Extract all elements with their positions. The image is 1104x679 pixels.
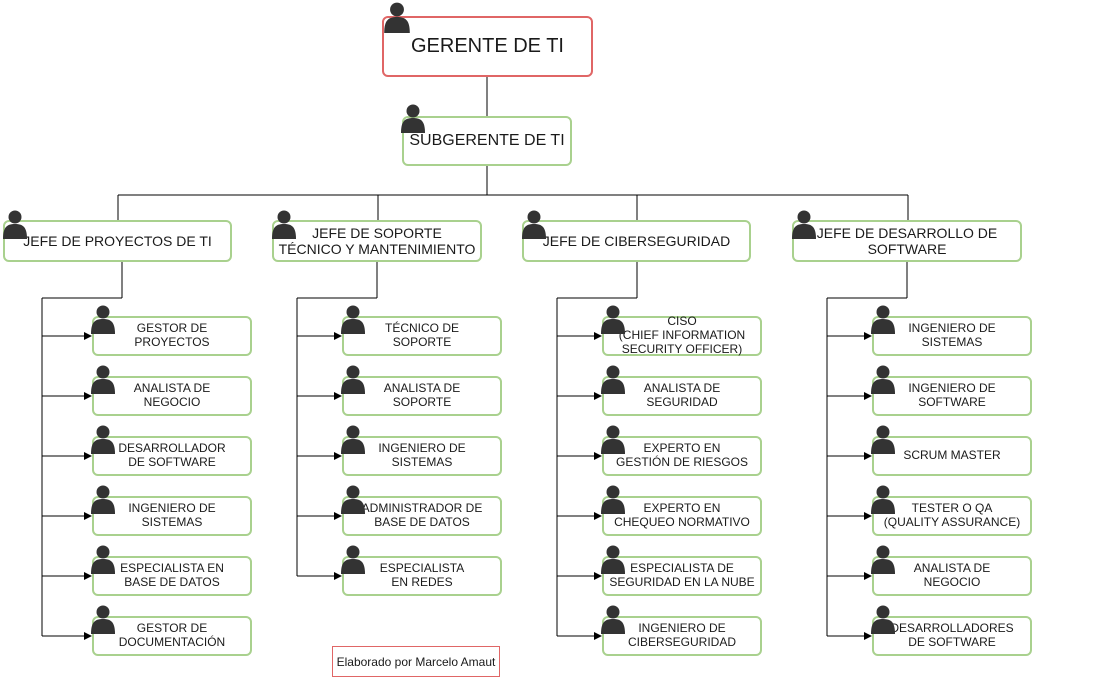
role-label: GESTOR DE DOCUMENTACIÓN [118, 621, 226, 649]
role-box: DESARROLLADORES DE SOFTWARE [872, 616, 1032, 656]
role-box: INGENIERO DE SOFTWARE [872, 376, 1032, 416]
person-icon [341, 365, 365, 394]
person-icon [871, 305, 895, 334]
role-label: SCRUM MASTER [903, 448, 1001, 463]
role-box: INGENIERO DE SISTEMAS [872, 316, 1032, 356]
person-icon [341, 425, 365, 454]
role-label: ESPECIALISTA EN BASE DE DATOS [120, 561, 224, 589]
role-box: INGENIERO DE SISTEMAS [342, 436, 502, 476]
credit-note: Elaborado por Marcelo Amaut [332, 646, 500, 677]
jefe-box: JEFE DE CIBERSEGURIDAD [522, 220, 751, 262]
role-box: ESPECIALISTA EN BASE DE DATOS [92, 556, 252, 596]
person-icon [871, 425, 895, 454]
role-box: ANALISTA DE SEGURIDAD [602, 376, 762, 416]
role-label: ESPECIALISTA DE SEGURIDAD EN LA NUBE [609, 561, 755, 589]
person-icon [91, 305, 115, 334]
person-icon [601, 305, 625, 334]
person-icon [871, 605, 895, 634]
jefe-box: JEFE DE DESARROLLO DE SOFTWARE [792, 220, 1022, 262]
role-label: ESPECIALISTA EN REDES [379, 561, 465, 589]
role-box: EXPERTO EN CHEQUEO NORMATIVO [602, 496, 762, 536]
person-icon [341, 305, 365, 334]
role-box: DESARROLLADOR DE SOFTWARE [92, 436, 252, 476]
person-icon [91, 485, 115, 514]
role-label: INGENIERO DE CIBERSEGURIDAD [627, 621, 737, 649]
person-icon [384, 2, 410, 33]
role-box: GESTOR DE PROYECTOS [92, 316, 252, 356]
person-icon [3, 210, 27, 239]
person-icon [601, 545, 625, 574]
person-icon [91, 425, 115, 454]
role-box: INGENIERO DE CIBERSEGURIDAD [602, 616, 762, 656]
role-label: INGENIERO DE SISTEMAS [128, 501, 216, 529]
role-label: ANALISTA DE NEGOCIO [913, 561, 991, 589]
role-label: ANALISTA DE SOPORTE [383, 381, 461, 409]
role-box: GESTOR DE DOCUMENTACIÓN [92, 616, 252, 656]
person-icon [91, 545, 115, 574]
jefe-label: JEFE DE PROYECTOS DE TI [23, 232, 212, 249]
person-icon [341, 545, 365, 574]
role-box: ESPECIALISTA EN REDES [342, 556, 502, 596]
credit-label: Elaborado por Marcelo Amaut [336, 654, 496, 669]
role-label: ADMINISTRADOR DE BASE DE DATOS [361, 501, 483, 529]
person-icon [871, 365, 895, 394]
role-box: ANALISTA DE NEGOCIO [872, 556, 1032, 596]
jefe-label: JEFE DE CIBERSEGURIDAD [542, 232, 731, 249]
role-box: ADMINISTRADOR DE BASE DE DATOS [342, 496, 502, 536]
person-icon [792, 210, 816, 239]
person-icon [871, 545, 895, 574]
person-icon [522, 210, 546, 239]
role-label: INGENIERO DE SISTEMAS [378, 441, 466, 469]
role-box: EXPERTO EN GESTIÓN DE RIESGOS [602, 436, 762, 476]
gerente-box: GERENTE DE TI [382, 16, 593, 77]
role-box: ANALISTA DE SOPORTE [342, 376, 502, 416]
role-box: TESTER O QA (QUALITY ASSURANCE) [872, 496, 1032, 536]
person-icon [401, 104, 425, 133]
person-icon [272, 210, 296, 239]
role-box: INGENIERO DE SISTEMAS [92, 496, 252, 536]
person-icon [601, 425, 625, 454]
person-icon [601, 365, 625, 394]
role-label: ANALISTA DE SEGURIDAD [643, 381, 721, 409]
role-box: ANALISTA DE NEGOCIO [92, 376, 252, 416]
jefe-label: JEFE DE DESARROLLO DE SOFTWARE [816, 224, 998, 257]
role-box: ESPECIALISTA DE SEGURIDAD EN LA NUBE [602, 556, 762, 596]
jefe-box: JEFE DE PROYECTOS DE TI [3, 220, 232, 262]
role-box: SCRUM MASTER [872, 436, 1032, 476]
person-icon [91, 365, 115, 394]
subgerente-label: SUBGERENTE DE TI [409, 131, 565, 149]
role-label: EXPERTO EN CHEQUEO NORMATIVO [614, 501, 750, 529]
person-icon [341, 485, 365, 514]
role-box: TÉCNICO DE SOPORTE [342, 316, 502, 356]
person-icon [601, 485, 625, 514]
role-label: TESTER O QA (QUALITY ASSURANCE) [883, 501, 1021, 529]
jefe-label: JEFE DE SOPORTE TÉCNICO Y MANTENIMIENTO [278, 224, 476, 257]
role-label: INGENIERO DE SOFTWARE [908, 381, 996, 409]
role-label: DESARROLLADORES DE SOFTWARE [890, 621, 1014, 649]
role-label: GESTOR DE PROYECTOS [134, 321, 210, 349]
role-label: CISO (CHIEF INFORMATION SECURITY OFFICER… [618, 314, 746, 356]
gerente-label: GERENTE DE TI [411, 35, 564, 57]
role-box: CISO (CHIEF INFORMATION SECURITY OFFICER… [602, 314, 762, 356]
role-label: TÉCNICO DE SOPORTE [384, 321, 459, 349]
person-icon [601, 605, 625, 634]
role-label: ANALISTA DE NEGOCIO [133, 381, 211, 409]
subgerente-box: SUBGERENTE DE TI [402, 116, 572, 166]
role-label: INGENIERO DE SISTEMAS [908, 321, 996, 349]
role-label: DESARROLLADOR DE SOFTWARE [118, 441, 226, 469]
person-icon [871, 485, 895, 514]
role-label: EXPERTO EN GESTIÓN DE RIESGOS [615, 441, 749, 469]
jefe-box: JEFE DE SOPORTE TÉCNICO Y MANTENIMIENTO [272, 220, 482, 262]
person-icon [91, 605, 115, 634]
